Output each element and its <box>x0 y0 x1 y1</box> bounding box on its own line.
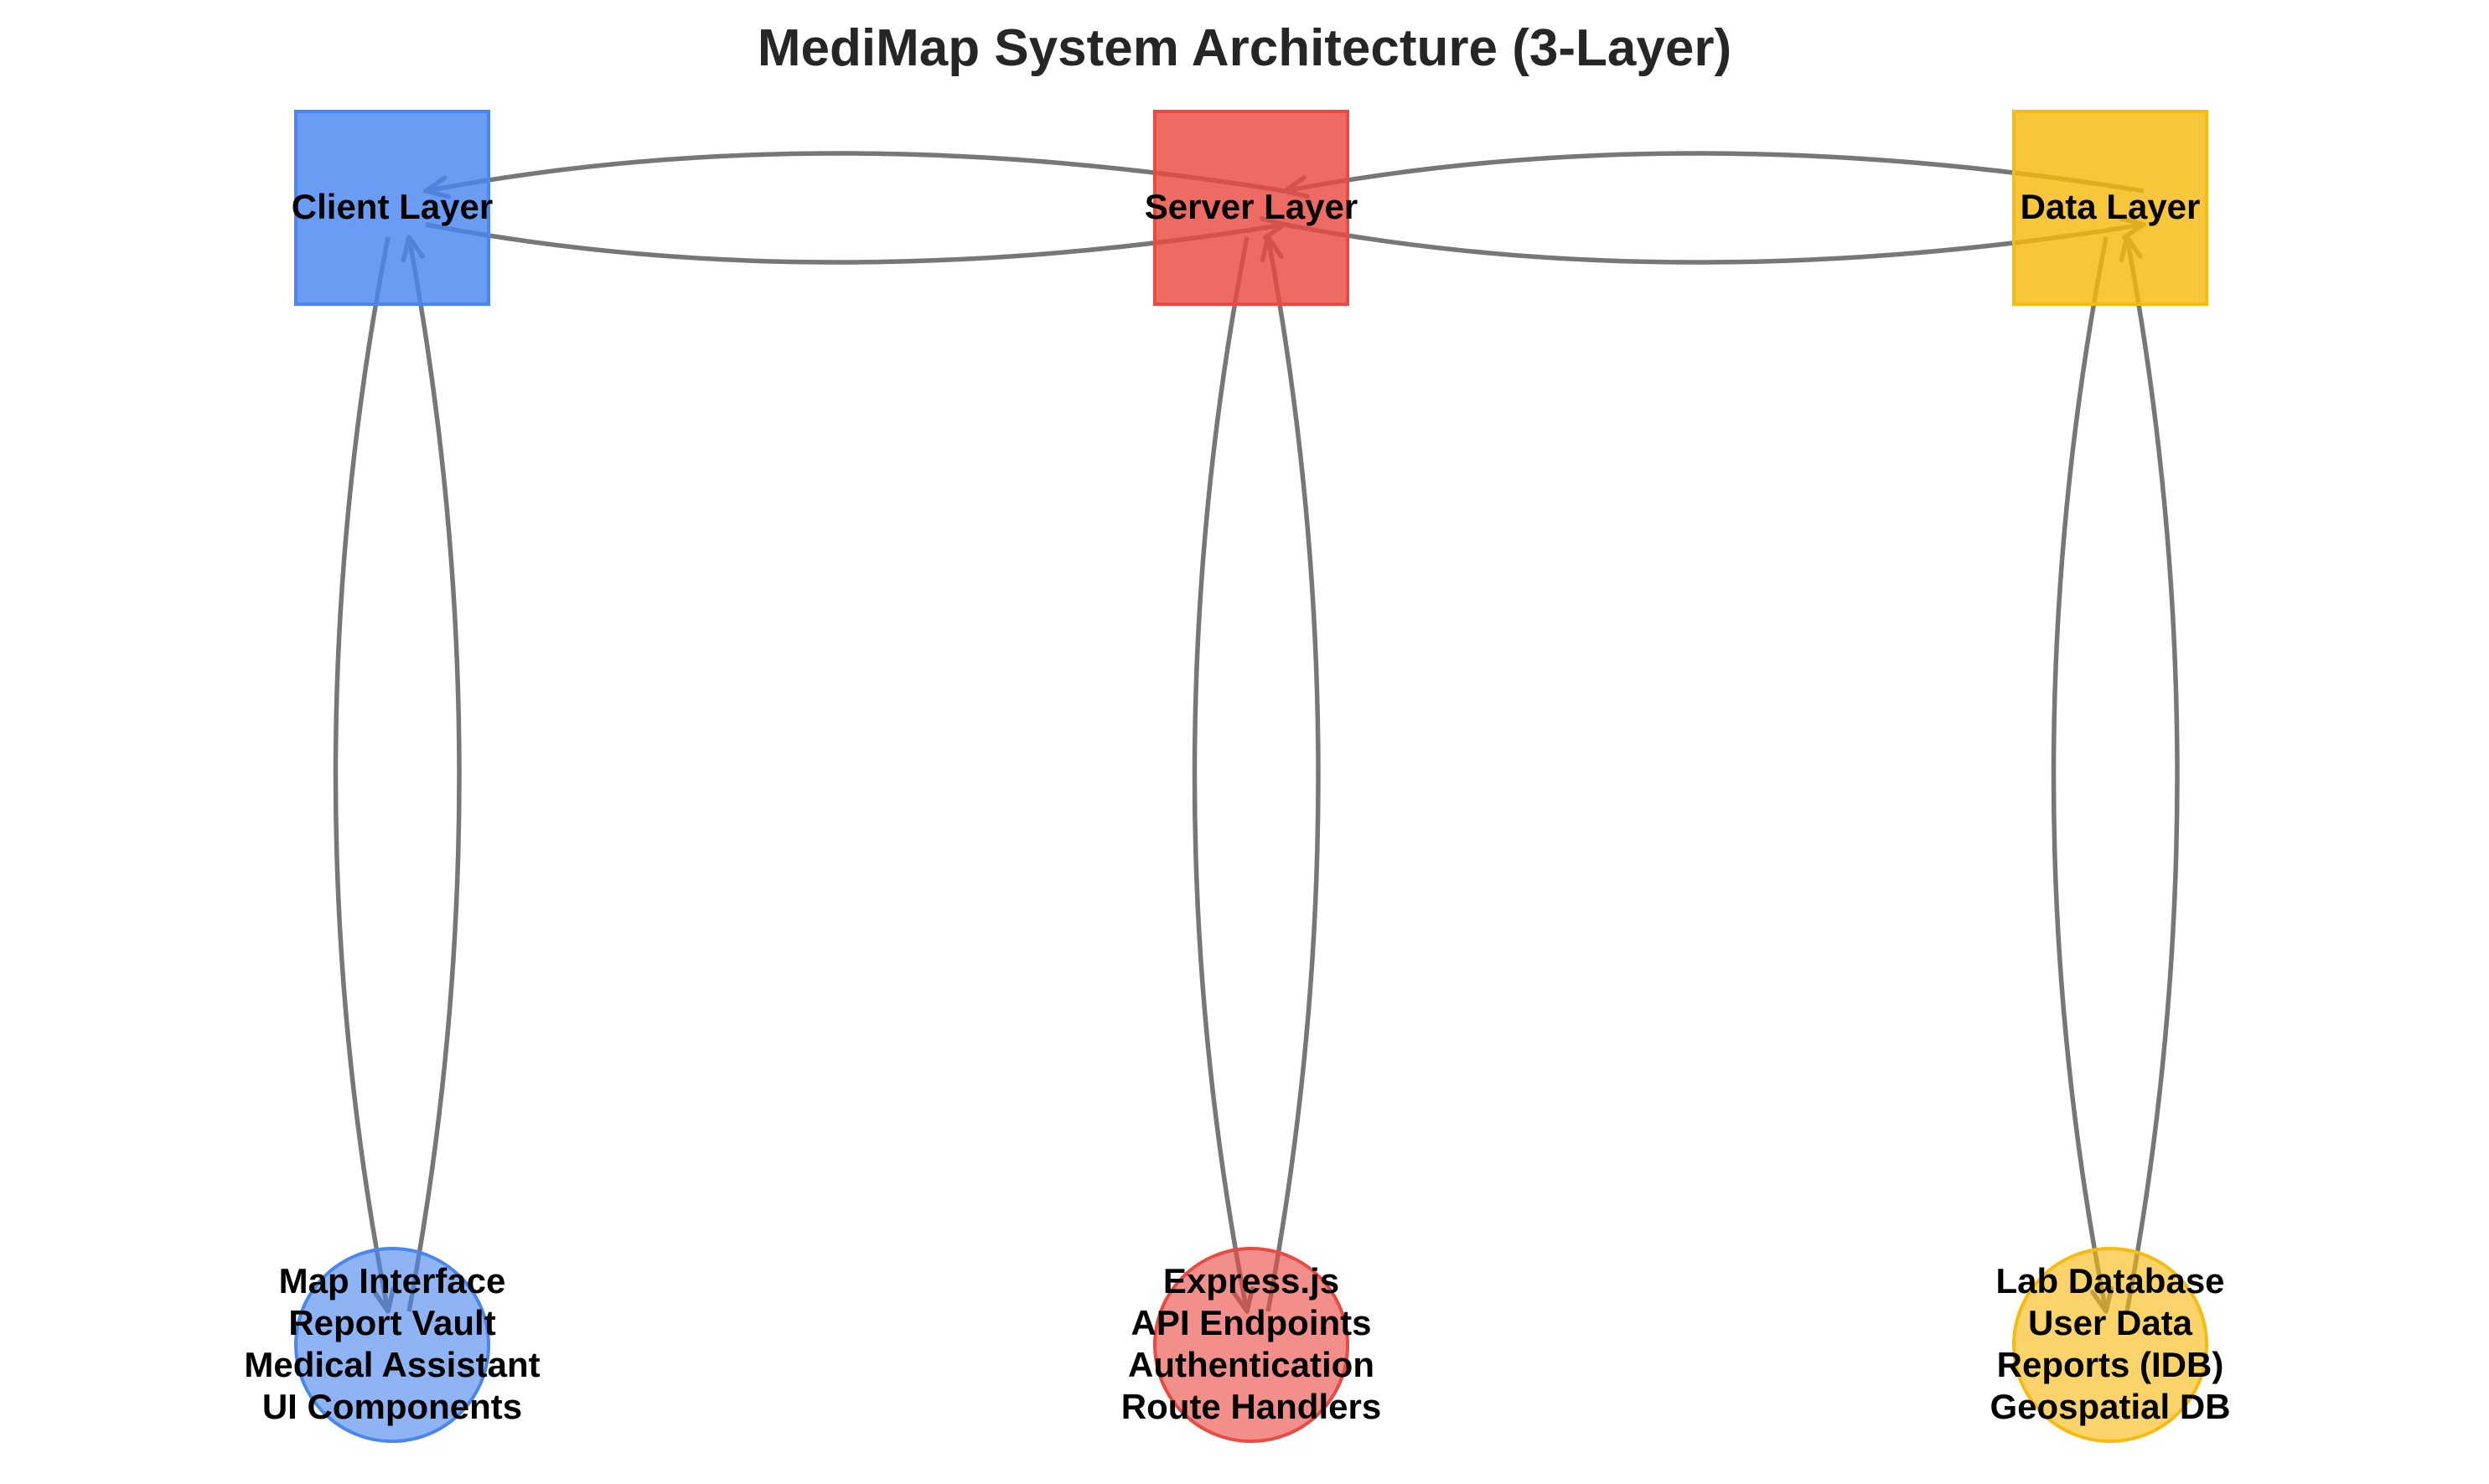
data-components-node[interactable] <box>2012 1247 2208 1443</box>
data-layer-box[interactable] <box>2012 110 2208 306</box>
data-component-0: Lab Database <box>1995 1261 2224 1300</box>
client-layer-label: Client Layer <box>292 187 493 226</box>
edge-client-components-down <box>333 236 391 1312</box>
edge-client-server-lower <box>425 222 1286 265</box>
server-component-0: Express.js <box>1163 1261 1339 1300</box>
connection-edges <box>333 151 2180 1314</box>
server-component-2: Authentication <box>1128 1345 1374 1384</box>
edge-server-data-lower <box>1284 222 2145 265</box>
data-layer-label: Data Layer <box>2021 187 2201 226</box>
server-layer-group: Server Layer Express.js API Endpoints Au… <box>1121 110 1381 1443</box>
client-component-3: UI Components <box>262 1387 522 1426</box>
edge-data-components-down <box>2051 236 2109 1312</box>
client-components-node[interactable] <box>294 1247 490 1443</box>
client-layer-group: Client Layer Map Interface Report Vault … <box>244 110 541 1443</box>
edge-server-components-up <box>1265 236 1321 1312</box>
edge-server-data-upper <box>1284 151 2145 194</box>
edge-server-components-down <box>1192 236 1250 1312</box>
diagram-title: MediMap System Architecture (3-Layer) <box>758 19 1731 77</box>
edge-client-components-up <box>406 236 462 1312</box>
server-component-3: Route Handlers <box>1121 1387 1381 1426</box>
client-layer-box[interactable] <box>294 110 490 306</box>
server-layer-box[interactable] <box>1153 110 1349 306</box>
server-layer-label: Server Layer <box>1145 187 1358 226</box>
client-component-0: Map Interface <box>279 1261 506 1300</box>
client-component-1: Report Vault <box>288 1303 495 1342</box>
edge-client-server-upper <box>425 151 1286 194</box>
server-component-1: API Endpoints <box>1131 1303 1372 1342</box>
edge-data-components-up <box>2124 236 2180 1312</box>
data-component-3: Geospatial DB <box>1990 1387 2230 1426</box>
data-component-1: User Data <box>2028 1303 2193 1342</box>
data-component-2: Reports (IDB) <box>1997 1345 2224 1384</box>
client-component-2: Medical Assistant <box>244 1345 540 1384</box>
data-layer-group: Data Layer Lab Database User Data Report… <box>1990 110 2231 1443</box>
server-components-node[interactable] <box>1153 1247 1349 1443</box>
